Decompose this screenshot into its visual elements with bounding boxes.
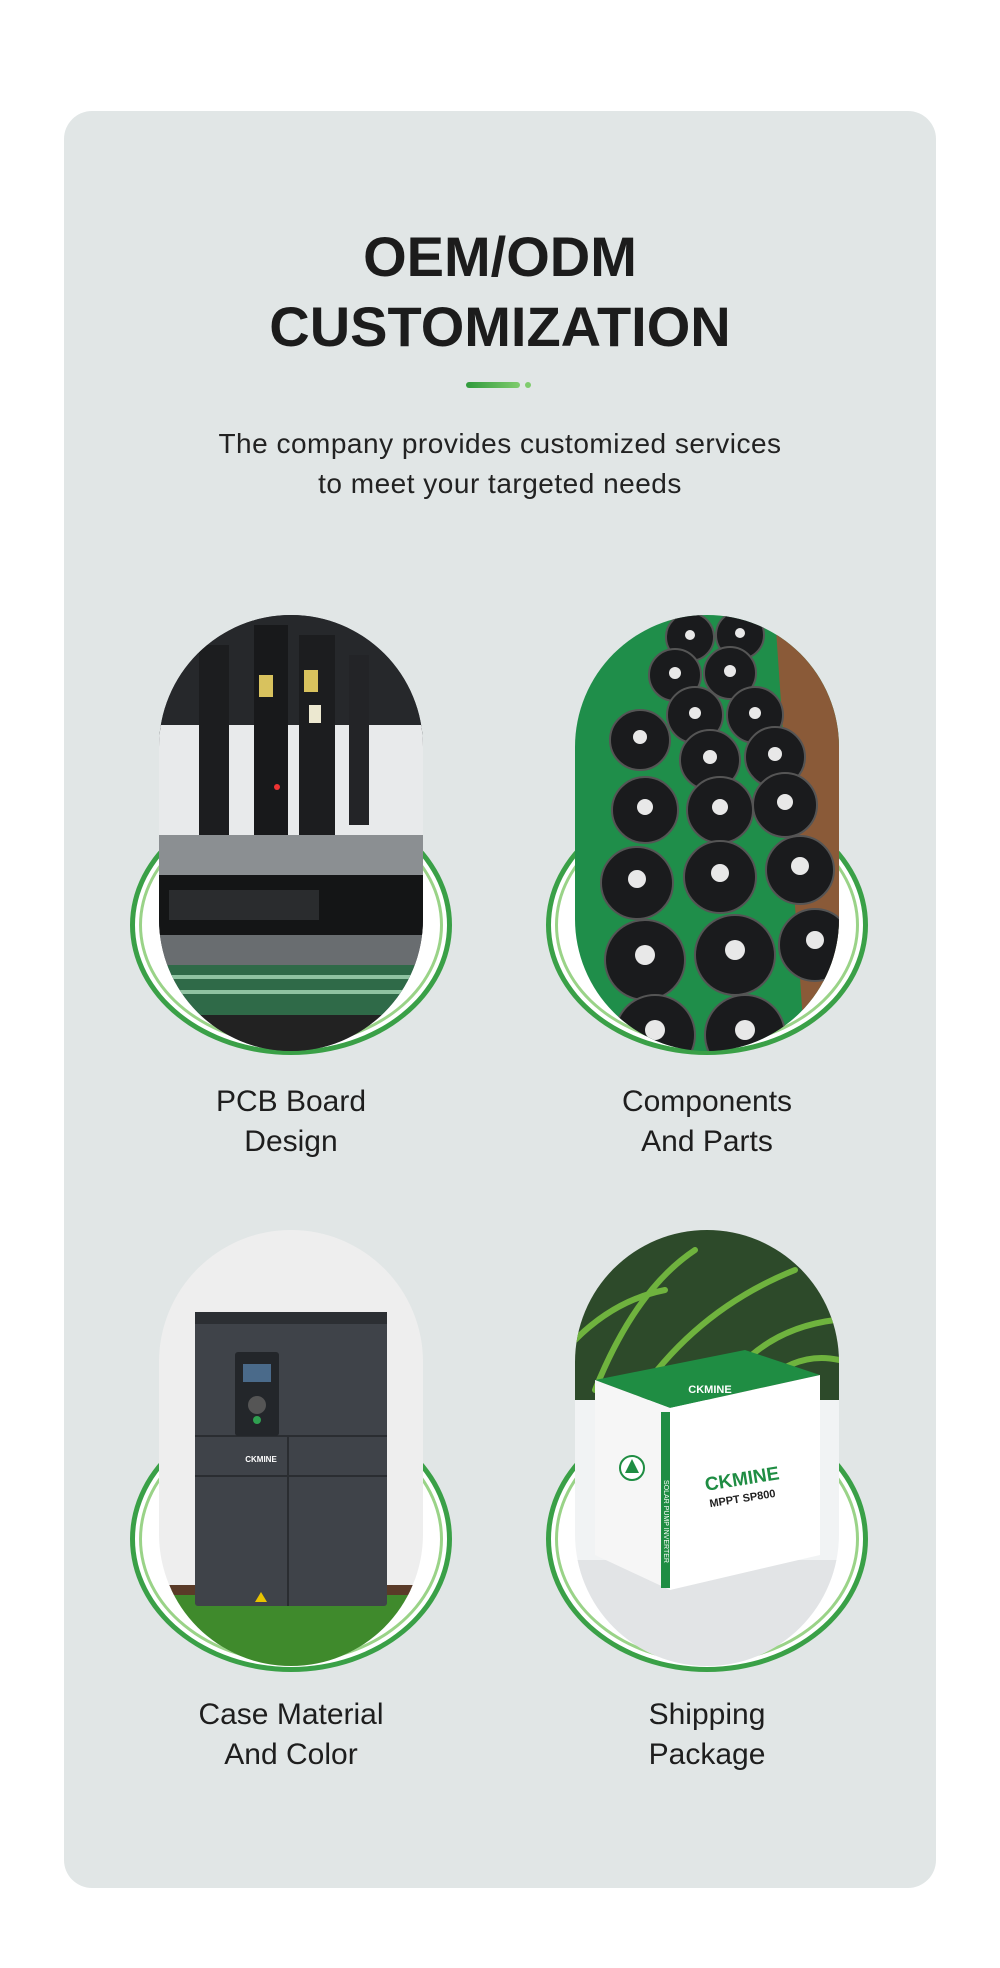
components-label-line-1: Components xyxy=(621,1085,793,1118)
case-material-label: Case Material And Color xyxy=(130,1695,452,1775)
components-label-line-2: And Parts xyxy=(641,1125,773,1158)
shipping-package-label-line-1: Shipping xyxy=(648,1698,766,1731)
subtitle-line-2: to meet your targeted needs xyxy=(318,468,682,499)
pcb-board-label: PCB Board Design xyxy=(130,1082,452,1162)
case-material-label-line-1: Case Material xyxy=(198,1698,384,1731)
pcb-board-label-line-2: Design xyxy=(244,1125,338,1158)
box-top-logo: CKMINE xyxy=(688,1384,731,1396)
shipping-package-label-line-2: Package xyxy=(648,1738,766,1771)
page-title: OEM/ODM CUSTOMIZATION xyxy=(0,222,1000,362)
pcb-board-item xyxy=(130,615,470,1055)
title-line-1: OEM/ODM xyxy=(363,225,637,288)
pcb-board-label-line-1: PCB Board xyxy=(215,1085,367,1118)
shipping-package-label: Shipping Package xyxy=(546,1695,868,1775)
case-material-label-line-2: And Color xyxy=(224,1738,358,1771)
capacitors-image xyxy=(575,615,839,1051)
pcb-machine-image xyxy=(159,615,423,1051)
shipping-box-image: CKMINE CKMINE MPPT SP800 SOLAR PUMP INVE… xyxy=(575,1230,839,1666)
title-line-2: CUSTOMIZATION xyxy=(269,295,731,358)
shipping-package-item: CKMINE CKMINE MPPT SP800 SOLAR PUMP INVE… xyxy=(546,1230,886,1672)
box-side-text: SOLAR PUMP INVERTER xyxy=(662,1480,669,1563)
components-item xyxy=(546,615,886,1055)
divider-bar xyxy=(466,382,520,388)
divider-dot xyxy=(525,382,531,388)
inverter-logo: CKMINE xyxy=(245,1455,277,1464)
subtitle-line-1: The company provides customized services xyxy=(218,428,782,459)
components-label: Components And Parts xyxy=(546,1082,868,1162)
inverter-case-image: CKMINE xyxy=(159,1230,423,1666)
case-material-item: CKMINE xyxy=(130,1230,470,1672)
subtitle: The company provides customized services… xyxy=(0,424,1000,504)
